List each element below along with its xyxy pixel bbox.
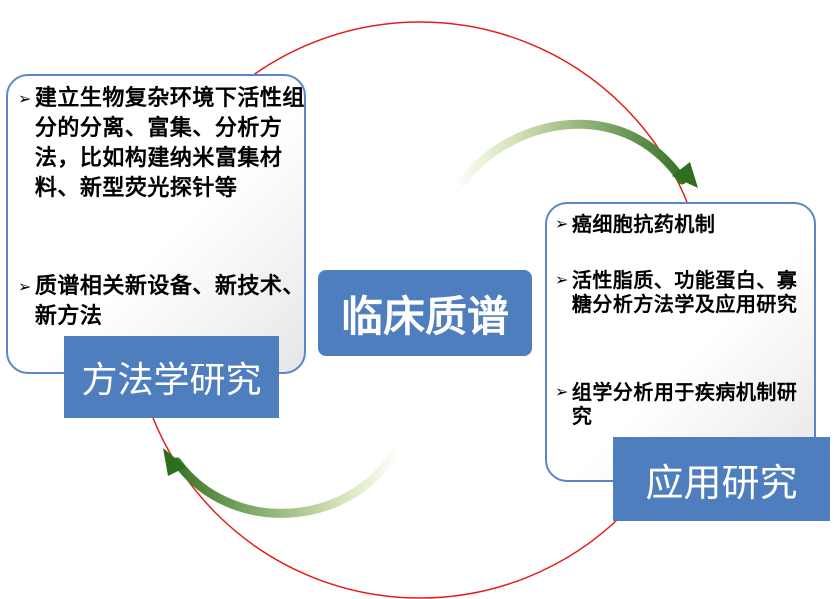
application-label: 应用研究 xyxy=(613,437,830,521)
methodology-label: 方法学研究 xyxy=(64,336,279,418)
bullet-arrow-icon: ➢ xyxy=(18,277,32,296)
application-bullet-1: ➢ 癌细胞抗药机制 xyxy=(555,212,813,236)
methodology-card: ➢ 建立生物复杂环境下活性组分的分离、富集、分析方法，比如构建纳米富集材料、新型… xyxy=(6,74,306,374)
cycle-arrow-bottom xyxy=(172,443,403,518)
application-bullet-text: 癌细胞抗药机制 xyxy=(571,212,716,236)
methodology-bullet-2: ➢ 质谱相关新设备、新技术、新方法 xyxy=(18,272,308,332)
methodology-bullet-1: ➢ 建立生物复杂环境下活性组分的分离、富集、分析方法，比如构建纳米富集材料、新型… xyxy=(18,84,308,204)
bullet-arrow-icon: ➢ xyxy=(555,382,569,401)
cycle-arrowhead-bottom xyxy=(163,448,186,476)
bullet-arrow-icon: ➢ xyxy=(18,89,32,108)
cycle-arrowhead-top xyxy=(672,162,698,188)
application-bullet-text: 活性脂质、功能蛋白、寡糖分析方法学及应用研究 xyxy=(571,268,798,316)
application-bullet-2: ➢ 活性脂质、功能蛋白、寡糖分析方法学及应用研究 xyxy=(555,268,813,316)
application-bullet-text: 组学分析用于疾病机制研究 xyxy=(571,380,798,428)
bullet-arrow-icon: ➢ xyxy=(555,270,569,289)
methodology-bullet-text: 质谱相关新设备、新技术、新方法 xyxy=(34,274,305,329)
cycle-arrow-top xyxy=(450,119,687,197)
application-card: ➢ 癌细胞抗药机制 ➢ 活性脂质、功能蛋白、寡糖分析方法学及应用研究 ➢ 组学分… xyxy=(545,202,816,482)
methodology-bullet-text: 建立生物复杂环境下活性组分的分离、富集、分析方法，比如构建纳米富集材料、新型荧光… xyxy=(34,86,305,201)
application-bullet-3: ➢ 组学分析用于疾病机制研究 xyxy=(555,380,813,428)
center-title: 临床质谱 xyxy=(318,270,532,356)
bullet-arrow-icon: ➢ xyxy=(555,214,569,233)
